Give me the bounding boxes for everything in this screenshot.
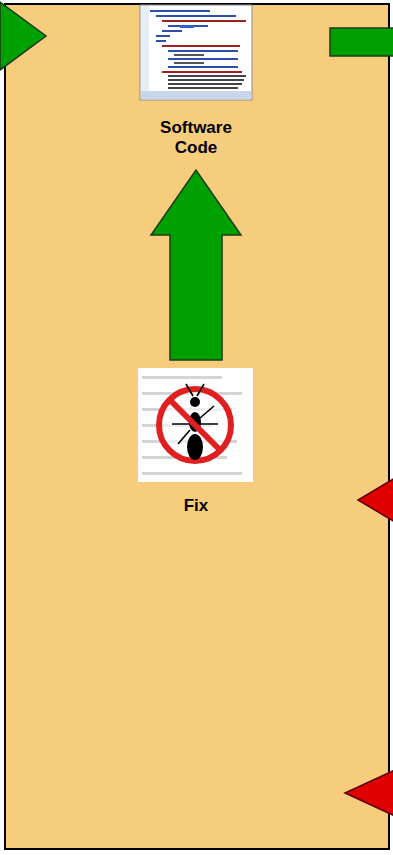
incoming-red-arrow	[345, 770, 393, 816]
code-line	[162, 30, 182, 32]
faded-code-line	[142, 376, 222, 379]
incoming-arrow	[0, 2, 46, 70]
code-node: Software Code	[126, 5, 266, 158]
code-line	[168, 66, 238, 68]
code-screenshot	[140, 5, 252, 100]
code-line	[168, 79, 244, 81]
code-line	[162, 20, 246, 22]
code-line	[168, 50, 238, 52]
faded-code-line	[142, 472, 242, 475]
code-line	[168, 25, 208, 27]
code-line	[150, 10, 210, 12]
code-line	[162, 71, 242, 73]
code-line	[168, 83, 242, 85]
line-gutter	[141, 6, 149, 92]
code-highlight	[180, 25, 194, 28]
prohibition-slash	[170, 400, 220, 450]
code-line	[174, 54, 204, 56]
prohibition-circle	[159, 389, 231, 461]
code-line	[162, 45, 240, 47]
code-line	[168, 75, 246, 77]
icon-background	[138, 368, 253, 482]
node-label: Software Code	[146, 118, 246, 158]
panel-background	[5, 4, 389, 849]
code-line	[174, 62, 204, 64]
code-line	[168, 87, 238, 89]
incoming-red-arrow	[358, 478, 393, 522]
screenshot-frame	[140, 5, 252, 100]
block-arrow	[151, 170, 241, 360]
code-line	[156, 15, 236, 17]
bug-icon	[138, 368, 253, 482]
outgoing-arrow	[330, 28, 393, 56]
ant-antenna	[186, 384, 204, 396]
status-bar	[141, 91, 251, 99]
code-line	[168, 58, 238, 60]
fix-node: Fix	[126, 368, 266, 516]
ant-head	[190, 397, 200, 407]
node-label: Fix	[146, 496, 246, 516]
code-line	[156, 35, 170, 37]
code-line	[156, 40, 166, 42]
ant-abdomen	[187, 434, 203, 460]
